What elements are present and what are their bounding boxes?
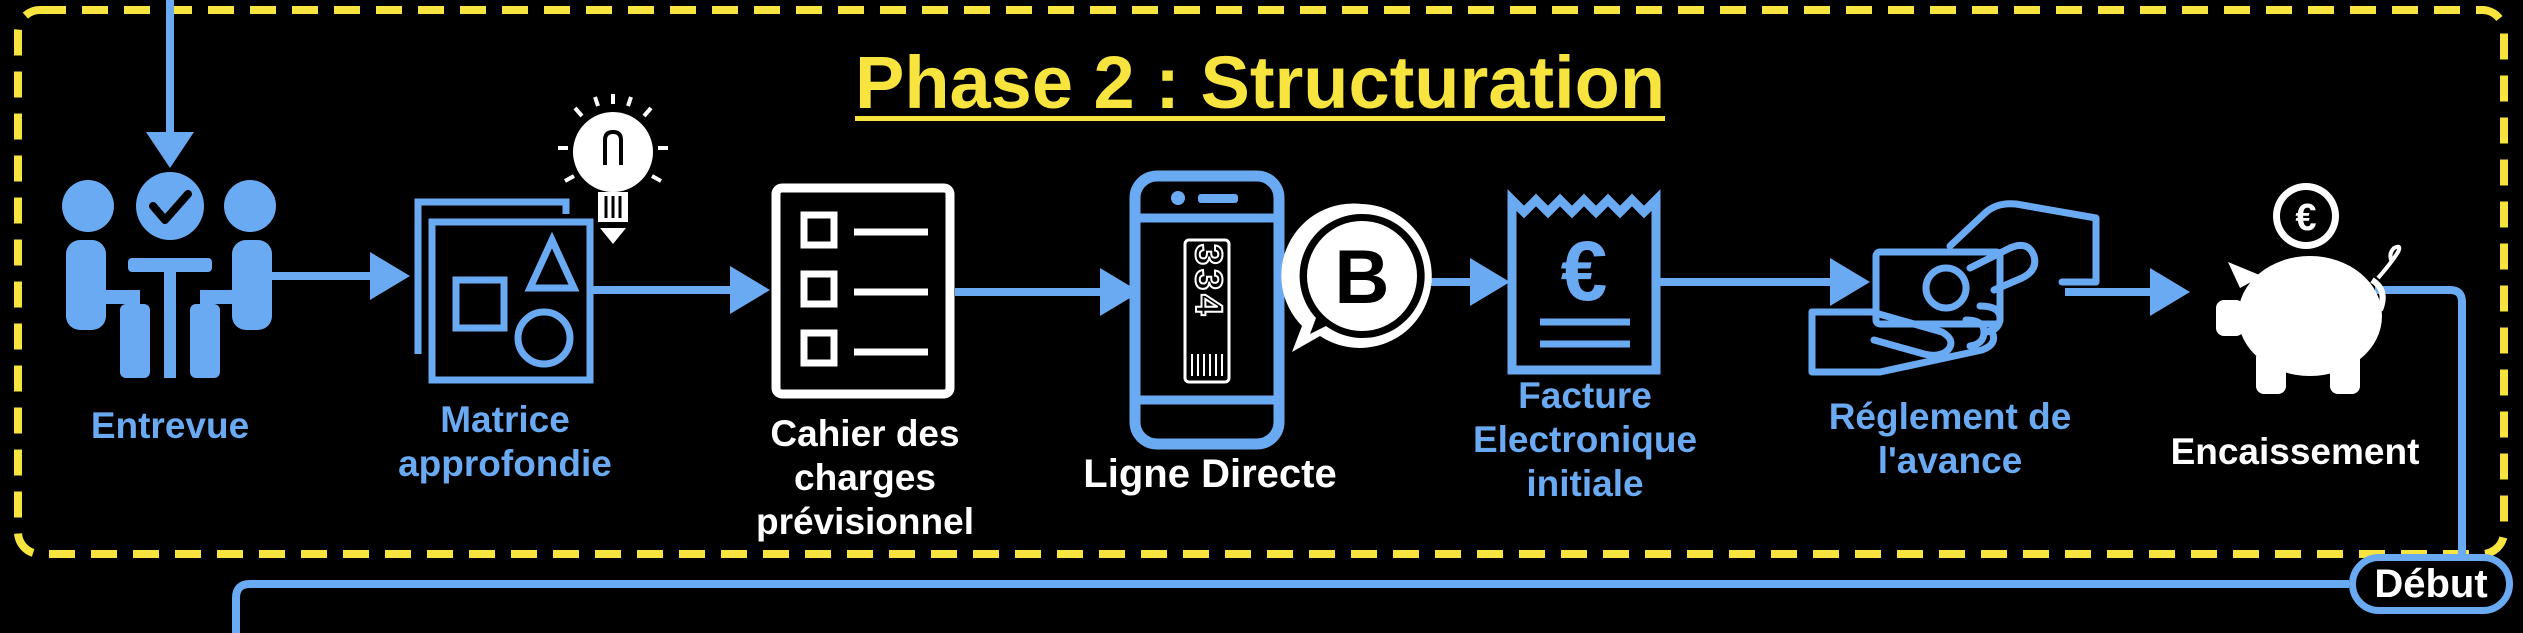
flow-connectors bbox=[232, 272, 2466, 633]
phase-title: Phase 2 : Structuration bbox=[854, 41, 1666, 124]
piggy-bank-icon: € bbox=[2216, 183, 2402, 394]
step-label-cahier: Cahier des charges prévisionnel bbox=[756, 413, 974, 542]
step-label-ligne-directe: Ligne Directe bbox=[1083, 452, 1337, 496]
phase-frame bbox=[14, 6, 2508, 558]
start-badge: Début bbox=[2349, 554, 2513, 614]
checklist-icon bbox=[771, 183, 955, 399]
euro-invoice-icon: € bbox=[1507, 189, 1661, 375]
incoming-arrowhead bbox=[146, 132, 194, 168]
payment-hand-icon bbox=[1808, 200, 2100, 376]
step-label-facture: Facture Electronique initiale bbox=[1472, 375, 1698, 504]
b-bubble-icon: B bbox=[1281, 203, 1432, 352]
step-label-entrevue: Entrevue bbox=[90, 405, 250, 446]
phone-icon: 334 bbox=[1129, 170, 1285, 450]
lightbulb-icon bbox=[558, 94, 668, 244]
step-label-encaissement: Encaissement bbox=[2170, 431, 2420, 472]
shapes-matrix-icon bbox=[414, 198, 594, 384]
meeting-icon bbox=[62, 172, 276, 378]
phone-screen-text: 334 bbox=[1187, 244, 1229, 319]
bubble-letter: B bbox=[1335, 235, 1390, 320]
step-label-matrice: Matrice approfondie bbox=[398, 399, 612, 484]
coin-euro-symbol: € bbox=[2295, 197, 2316, 239]
flow-arrowheads bbox=[370, 252, 2190, 316]
step-label-reglement: Réglement de l'avance bbox=[1828, 396, 2072, 481]
invoice-euro-symbol: € bbox=[1561, 224, 1608, 318]
